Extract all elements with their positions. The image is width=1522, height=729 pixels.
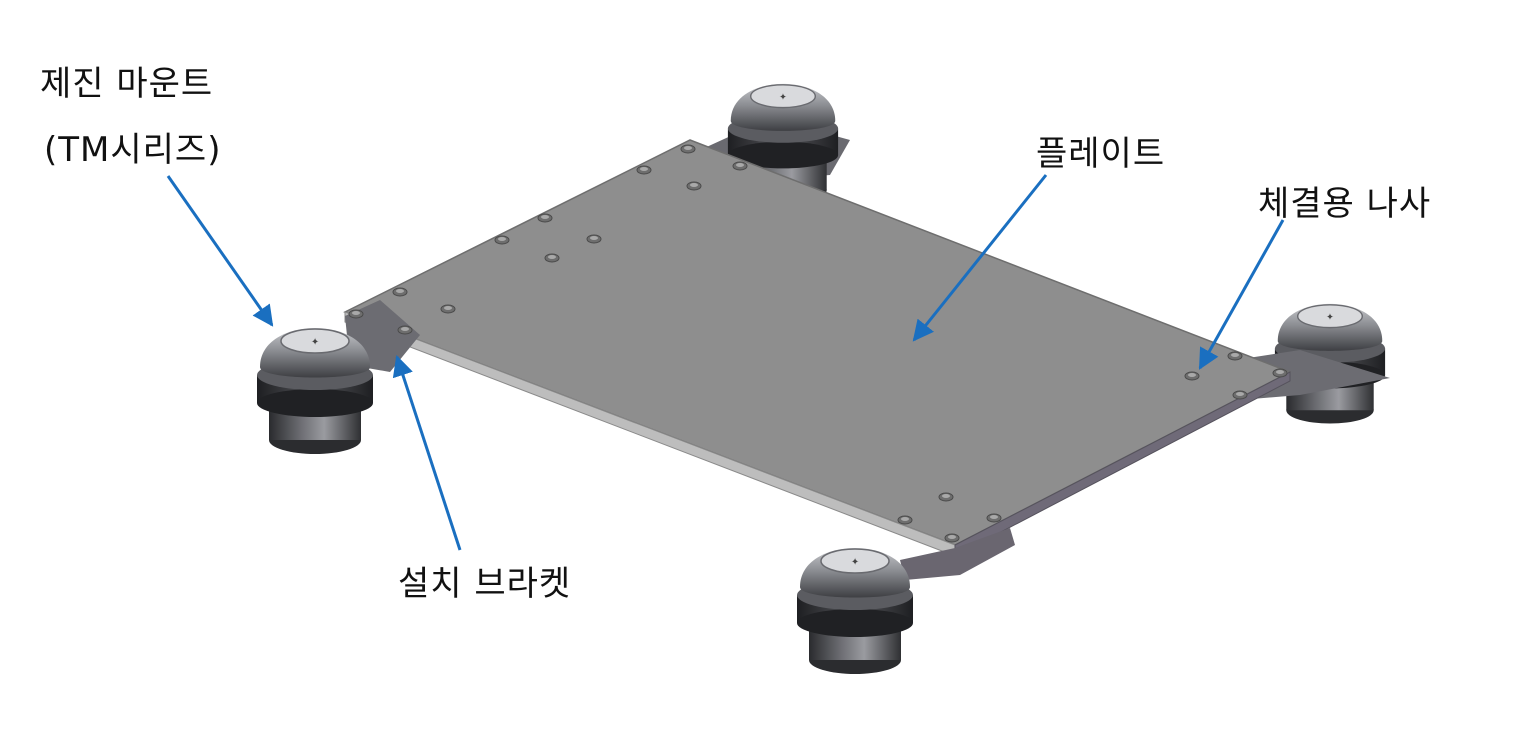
label-installation-bracket: 설치 브라켓 — [398, 564, 572, 604]
plate — [343, 139, 1292, 557]
label-fastening-screw: 체결용 나사 — [1258, 184, 1432, 224]
vibration-mount-left — [256, 327, 374, 455]
label-vibration-mount-series: (TM시리즈) — [44, 130, 222, 170]
arrow-to-bracket — [392, 355, 462, 551]
label-plate: 플레이트 — [1036, 134, 1166, 174]
leader-arrows — [166, 174, 1285, 551]
installation-bracket-front — [900, 528, 1015, 580]
arrow-to-mount — [166, 175, 274, 327]
label-vibration-mount: 제진 마운트 — [40, 64, 214, 104]
vibration-mount-front — [796, 547, 914, 675]
arrow-to-plate — [912, 174, 1048, 342]
arrow-to-screw — [1198, 219, 1285, 370]
